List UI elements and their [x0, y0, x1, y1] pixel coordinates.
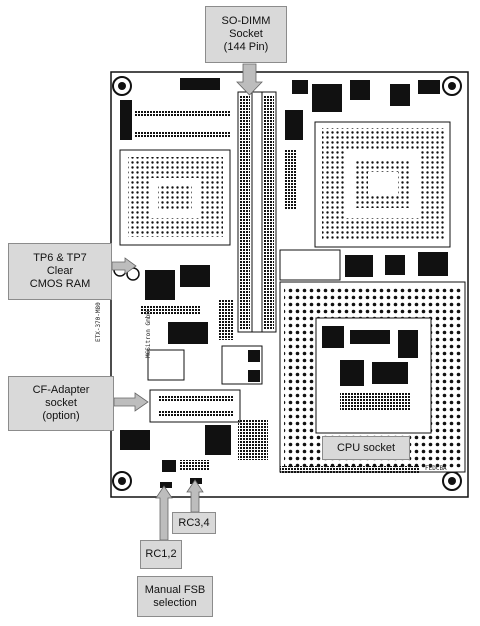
tp67-arrow: [111, 257, 137, 275]
rc12-arrow: [155, 485, 173, 541]
cf-arrow: [113, 392, 149, 412]
cf-adapter-socket: [149, 389, 241, 423]
vendor-silkscreen: MCSitron GmbH: [145, 311, 152, 358]
cpu-socket-callout-text: CPU socket: [336, 441, 396, 454]
rc12-callout: RC1,2: [140, 540, 182, 569]
cf-adapter-callout: CF-Adapter socket (option): [8, 376, 114, 431]
sodimm-callout: SO-DIMM Socket (144 Pin): [205, 6, 287, 63]
left-mid-components: [140, 265, 263, 385]
mounting-hole-bottom-right: [442, 471, 462, 491]
mid-right-components: [279, 249, 448, 281]
rc12-callout-text: RC1,2: [145, 548, 177, 560]
callout-arrows: [111, 63, 263, 541]
cpu-pga-socket: [279, 281, 466, 473]
northbridge-bga-chip: [314, 121, 451, 248]
sodimm-socket: [237, 91, 277, 333]
tp67-callout-text: TP6 & TP7 Clear CMOS RAM: [29, 252, 91, 290]
rc34-callout-text: RC3,4: [178, 516, 210, 529]
sodimm-arrow: [236, 63, 263, 96]
top-left-connector-rows: [120, 100, 230, 140]
rc34-arrow: [186, 479, 204, 513]
manual-fsb-callout-text: Manual FSB selection: [144, 583, 206, 609]
bottom-left-components: [120, 420, 420, 488]
cf-adapter-callout-text: CF-Adapter socket (option): [32, 384, 90, 422]
tp67-callout: TP6 & TP7 Clear CMOS RAM: [8, 243, 112, 300]
mounting-hole-bottom-left: [112, 471, 132, 491]
mounting-hole-top-left: [112, 76, 132, 96]
rc34-callout: RC3,4: [172, 512, 216, 534]
mounting-hole-top-right: [442, 76, 462, 96]
bottom-code-silkscreen: FEDCBA: [425, 465, 447, 472]
left-bga-chip: [119, 149, 231, 246]
top-components: [180, 78, 440, 210]
manual-fsb-callout: Manual FSB selection: [137, 576, 213, 617]
sodimm-callout-text: SO-DIMM Socket (144 Pin): [221, 15, 271, 53]
cpu-socket-callout: CPU socket: [322, 436, 410, 460]
